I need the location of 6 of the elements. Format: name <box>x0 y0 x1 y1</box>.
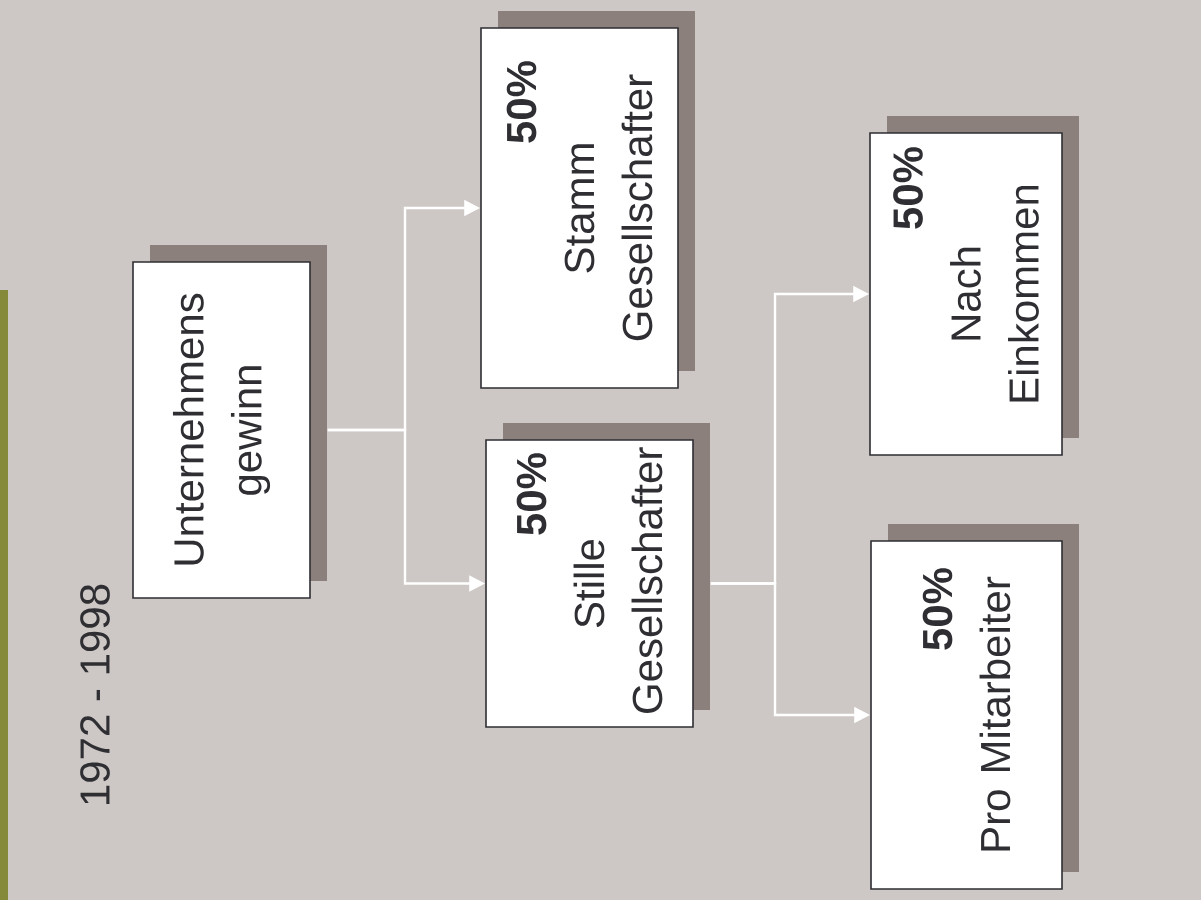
process-box: 50% Stamm Gesellschafter <box>480 11 695 389</box>
process-box: 50% Stille Gesellschafter <box>485 423 710 728</box>
process-box: Unternehmens gewinn <box>132 245 327 599</box>
period-label: 1972 - 1998 <box>80 584 110 804</box>
process-box: 50% Pro Mitarbeiter <box>870 524 1079 890</box>
process-box: 50% Nach Einkommen <box>869 116 1079 456</box>
